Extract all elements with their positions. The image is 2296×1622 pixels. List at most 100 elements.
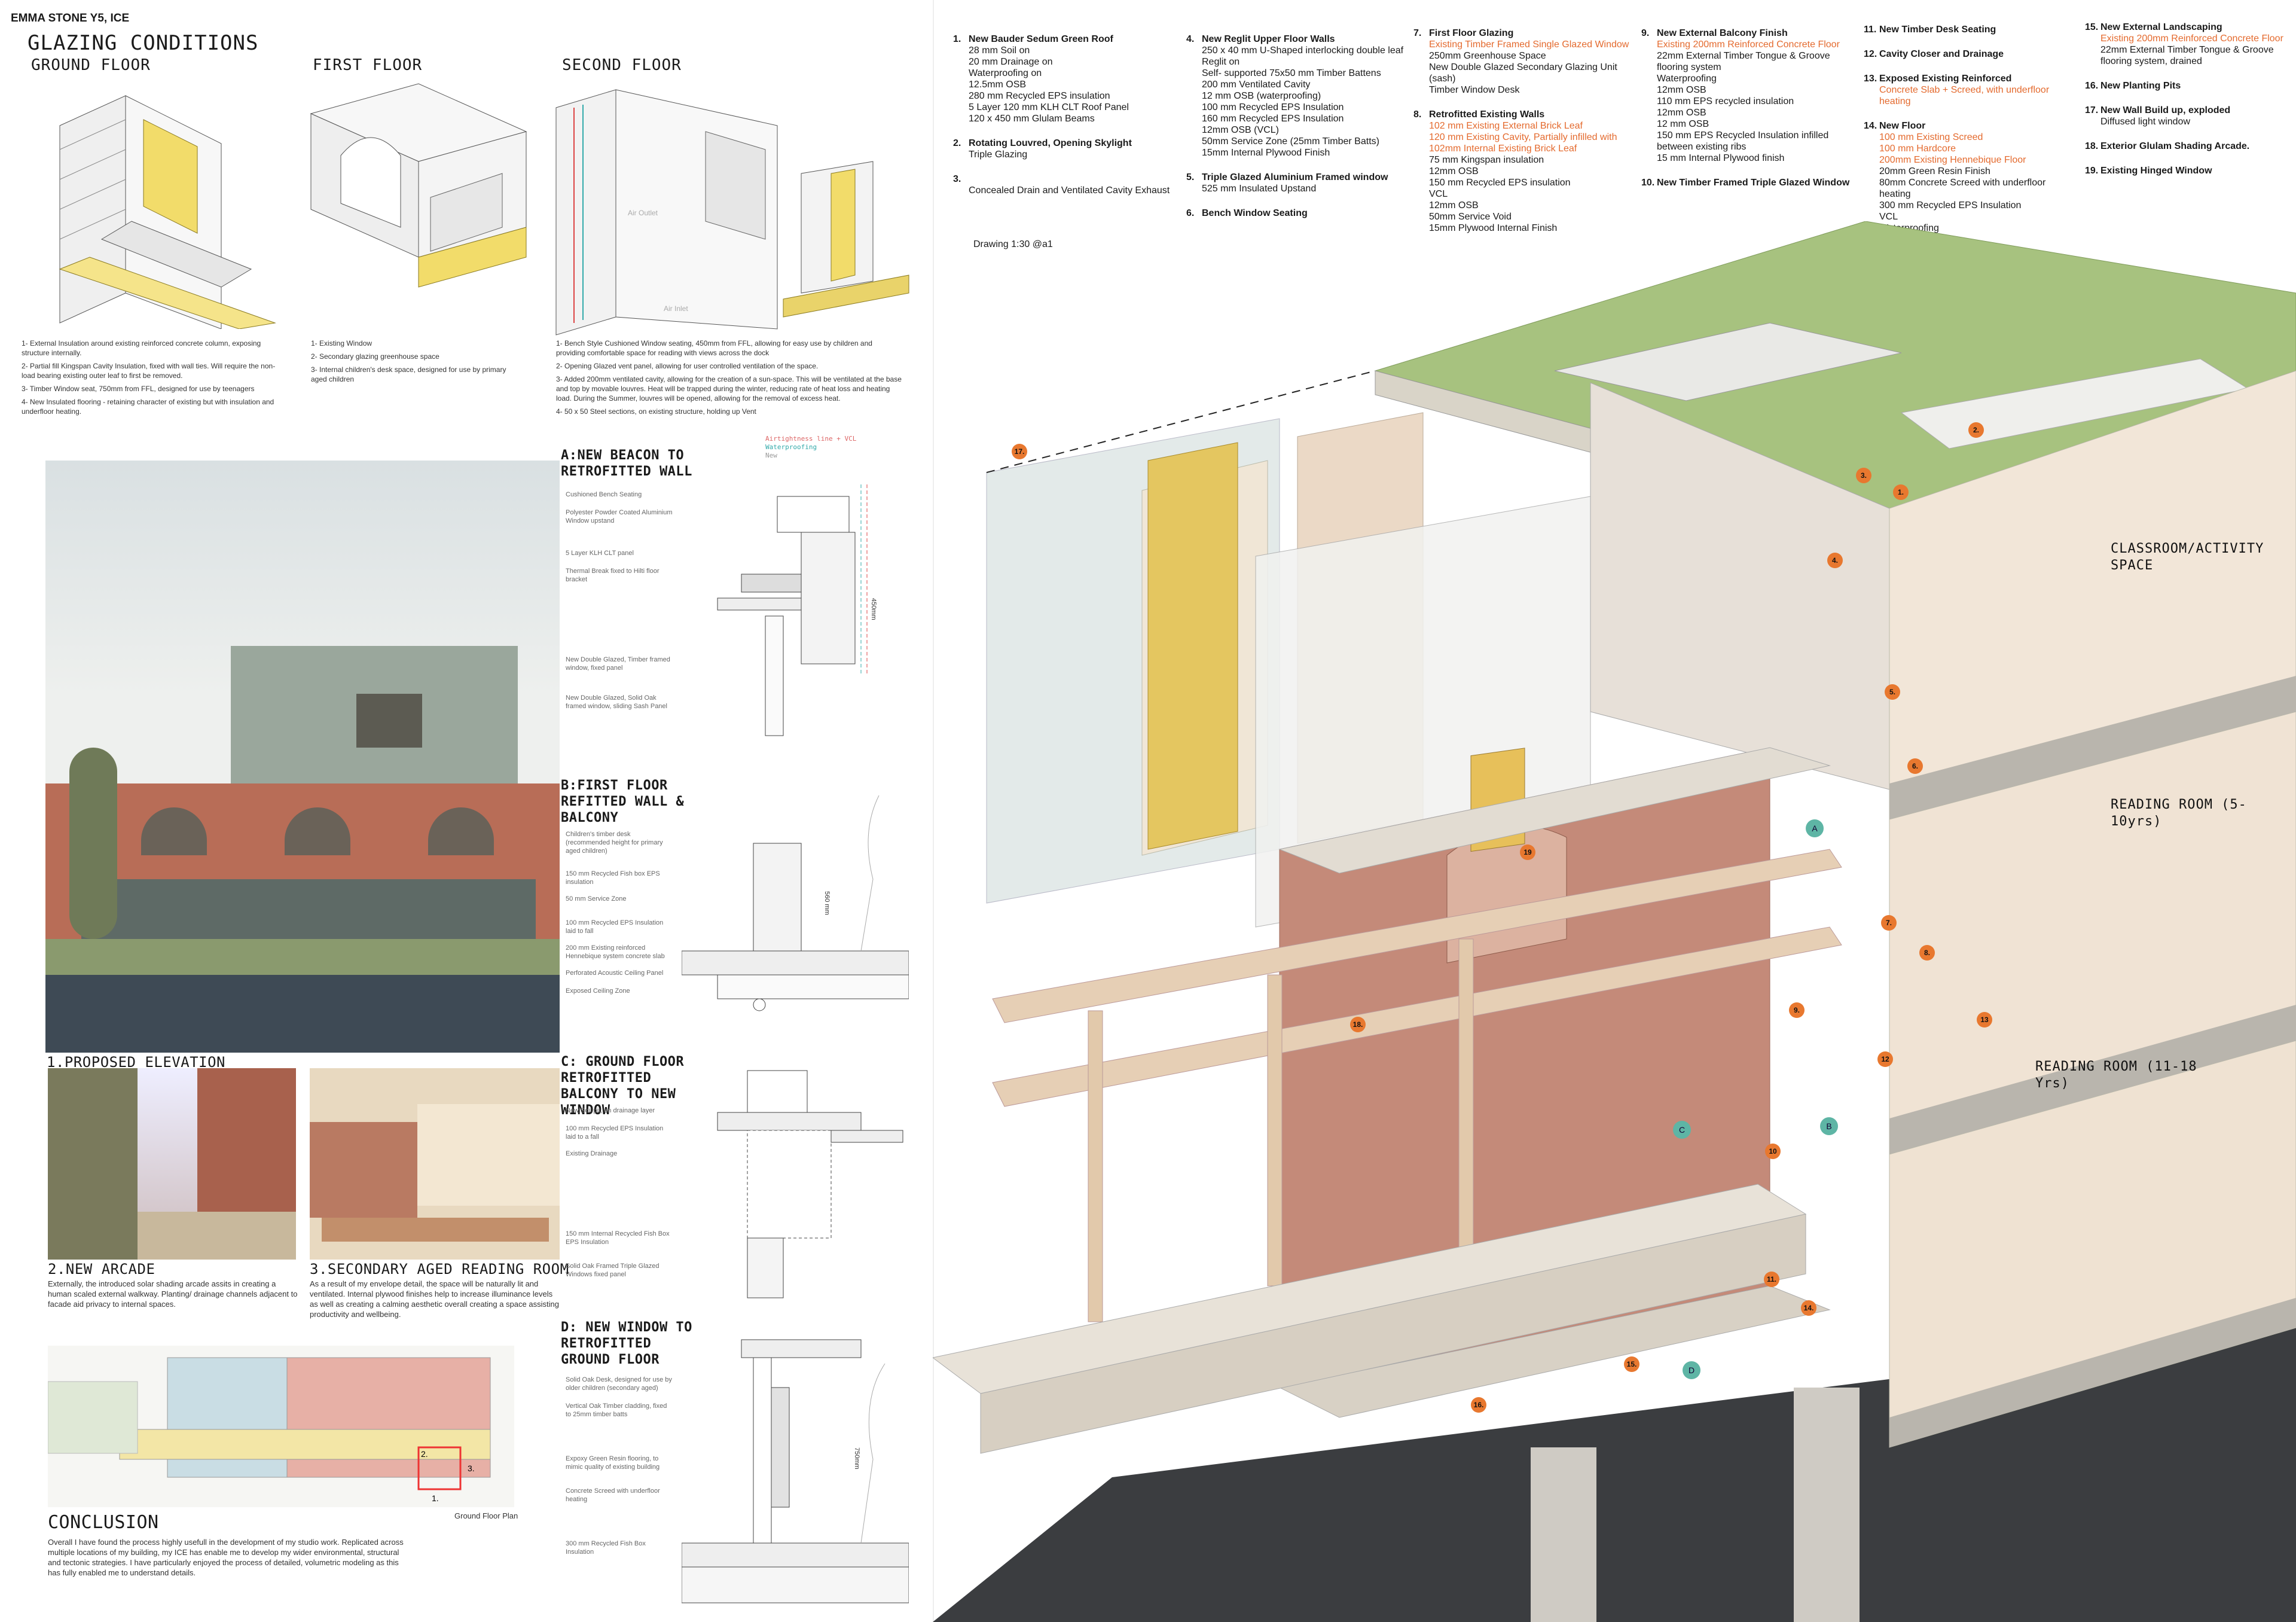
- legend-line: 28 mm Soil on: [969, 45, 1030, 56]
- legend-line: 50mm Service Zone (25mm Timber Batts): [1202, 136, 1379, 147]
- tag-2: 2.: [1968, 422, 1984, 438]
- legend-line: VCL: [1429, 189, 1448, 199]
- legend-line: 80mm Concrete Screed with underfloor hea…: [1879, 178, 2046, 199]
- legend-item-title: New Bauder Sedum Green Roof: [969, 34, 1113, 44]
- tag-6: 6.: [1907, 758, 1923, 774]
- legend-item-19: 19.Existing Hinged Window: [2085, 165, 2288, 176]
- detail-c-drawing: [717, 1070, 903, 1298]
- legend-item-heading: 6.Bench Window Seating: [1186, 208, 1407, 219]
- legend-item-10: 10.New Timber Framed Triple Glazed Windo…: [1641, 177, 1863, 188]
- legend-item-heading: 15.New External Landscaping: [2085, 22, 2288, 33]
- legend-existing-line: Existing 200mm Reinforced Concrete Floor: [1657, 39, 1840, 50]
- legend-item-heading: 3.: [953, 173, 1174, 185]
- legend-line: 12mm OSB (VCL): [1202, 125, 1279, 135]
- legend-item-number: 10.: [1641, 178, 1655, 188]
- legend-line: 100 mm Recycled EPS Insulation: [1202, 102, 1344, 112]
- conclusion-heading: CONCLUSION: [48, 1512, 159, 1533]
- legend-line: 120 x 450 mm Glulam Beams: [969, 114, 1095, 124]
- detail-b-labels: Children's timber desk (recommended heig…: [566, 831, 665, 995]
- legend-line: 250 x 40 mm U-Shaped interlocking double…: [1202, 45, 1404, 67]
- legend-line: 110 mm EPS recycled insulation: [1657, 96, 1794, 106]
- plan-marker-1: 1.: [432, 1493, 439, 1503]
- first-note-2: 2- Secondary glazing greenhouse space: [311, 352, 439, 361]
- section-tag-a: A: [1806, 819, 1824, 837]
- second-note-1: 1- Bench Style Cushioned Window seating,…: [556, 339, 872, 357]
- tag-16: 16.: [1471, 1397, 1486, 1413]
- legend-line: 5 Layer 120 mm KLH CLT Roof Panel: [969, 102, 1129, 112]
- legend-item-18: 18.Exterior Glulam Shading Arcade.: [2085, 141, 2288, 152]
- arcade-render: [48, 1068, 296, 1260]
- legend-line: 12mm OSB: [1429, 166, 1479, 176]
- legend-item-title: First Floor Glazing: [1429, 28, 1514, 38]
- legend-line: 160 mm Recycled EPS Insulation: [1202, 114, 1344, 124]
- second-note-4: 4- 50 x 50 Steel sections, on existing s…: [556, 407, 756, 416]
- room-label-reading-older: READING ROOM (11-18 Yrs): [2035, 1059, 2197, 1091]
- legend-item-number: 2.: [953, 138, 961, 148]
- arcade-planting: [48, 1068, 138, 1260]
- legend-item-number: 1.: [953, 34, 961, 44]
- tag-1: 1.: [1893, 484, 1909, 500]
- detail-a-labels: Cushioned Bench Seating Polyester Powder…: [566, 491, 673, 710]
- legend-existing-line: 200mm Existing Hennebique Floor: [1879, 155, 2026, 165]
- detail-a-dimension: 450mm: [870, 598, 877, 620]
- legend-item-title: New Floor: [1879, 121, 1926, 131]
- second-floor-axonometric: Air Outlet Air Inlet: [555, 89, 909, 336]
- reading-room-render: [310, 1068, 560, 1260]
- detail-b-title: B:FIRST FLOOR REFITTED WALL & BALCONY: [561, 778, 685, 825]
- plan-marker-3: 3.: [468, 1464, 475, 1473]
- room-label-reading-young: READING ROOM (5-10yrs): [2111, 797, 2247, 829]
- legend-item-heading: 4.New Reglit Upper Floor Walls: [1186, 33, 1407, 45]
- detail-d-dimension: 750mm: [853, 1447, 860, 1469]
- legend-line: 20mm Green Resin Finish: [1879, 166, 1990, 176]
- legend-waterproofing: Waterproofing: [765, 443, 817, 451]
- legend-item-title: New Timber Desk Seating: [1879, 25, 1996, 35]
- elevation-caption: 1.PROPOSED ELEVATION: [47, 1054, 225, 1071]
- legend-existing-line: 100 mm Hardcore: [1879, 144, 1956, 154]
- ground-floor-plan: 2. 1. 3.: [48, 1346, 514, 1507]
- legend-item-heading: 19.Existing Hinged Window: [2085, 165, 2288, 176]
- legend-existing-line: Existing 200mm Reinforced Concrete Floor: [2100, 33, 2283, 44]
- tag-14: 14.: [1801, 1300, 1816, 1316]
- ground-glazing: [81, 879, 536, 939]
- ground-note-3: 3- Timber Window seat, 750mm from FFL, d…: [22, 385, 255, 393]
- legend-line: New Double Glazed Secondary Glazing Unit…: [1429, 62, 1617, 84]
- legend-line: 150 mm EPS Recycled Insulation infilled …: [1657, 130, 1829, 152]
- legend-line: 20 mm Drainage on: [969, 57, 1053, 67]
- floor-heading-second: SECOND FLOOR: [562, 56, 682, 74]
- first-note-3: 3- Internal children's desk space, desig…: [311, 365, 506, 383]
- legend-line: 200 mm Ventilated Cavity: [1202, 80, 1311, 90]
- reading-text: As a result of my envelope detail, the s…: [310, 1279, 559, 1319]
- tag-10: 10: [1765, 1144, 1781, 1159]
- legend-line: Triple Glazing: [969, 150, 1028, 160]
- legend-item-number: 4.: [1186, 34, 1195, 44]
- legend-item-number: 7.: [1413, 28, 1422, 38]
- legend-line: VCL: [1879, 212, 1898, 222]
- reading-bookshelf: [322, 1218, 549, 1242]
- first-floor-axonometric: [310, 83, 527, 288]
- legend-item-title: Retrofitted Existing Walls: [1429, 109, 1545, 120]
- legend-item-heading: 1. New Bauder Sedum Green Roof: [953, 33, 1174, 45]
- drawing-scale: Drawing 1:30 @a1: [973, 239, 1053, 249]
- legend-item-heading: 17.New Wall Build up, exploded: [2085, 105, 2288, 116]
- ground-floor-axonometric: [59, 95, 276, 329]
- legend-item-heading: 10.New Timber Framed Triple Glazed Windo…: [1641, 177, 1863, 188]
- plan-marker-2: 2.: [421, 1449, 428, 1459]
- legend-item-title: Exterior Glulam Shading Arcade.: [2100, 141, 2250, 151]
- reading-brick-wall: [310, 1122, 417, 1218]
- legend-line: 12.5mm OSB: [969, 80, 1027, 90]
- legend-existing-line: 120 mm Existing Cavity, Partially infill…: [1429, 132, 1617, 142]
- section-tag-b: B: [1820, 1117, 1838, 1135]
- legend-item-title: New External Landscaping: [2100, 22, 2222, 32]
- tag-13: 13: [1977, 1012, 1992, 1028]
- legend-item-number: 18.: [2085, 141, 2099, 151]
- section-legend: Airtightness line + VCL Waterproofing Ne…: [765, 435, 909, 460]
- plan-caption: Ground Floor Plan: [454, 1511, 518, 1520]
- arcade-caption: 2.NEW ARCADE: [48, 1261, 155, 1278]
- tag-4: 4.: [1827, 553, 1843, 568]
